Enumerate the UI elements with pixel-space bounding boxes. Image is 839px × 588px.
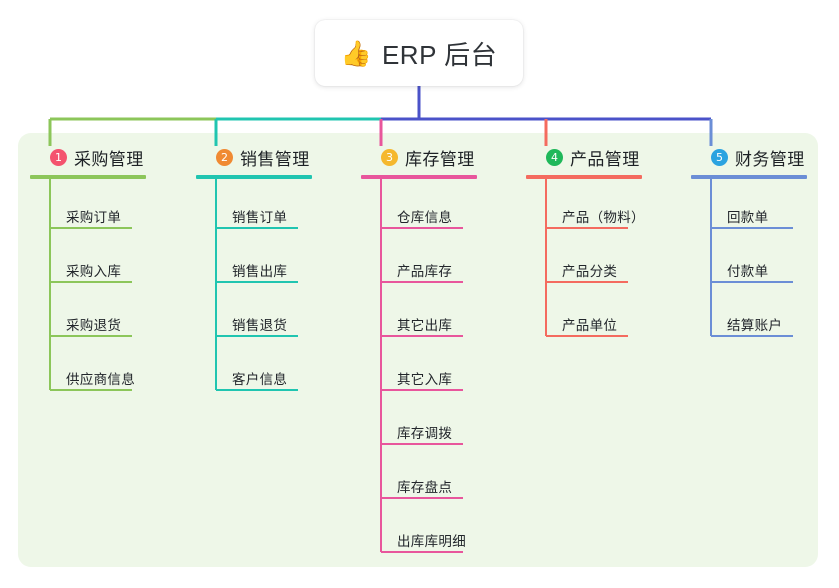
- leaf-label: 销售退货: [232, 318, 288, 333]
- root-node[interactable]: 👍 ERP 后台: [315, 20, 523, 86]
- branch-column-3: 3 库存管理仓库信息产品库存其它出库其它入库库存调拨库存盘点出库库明细: [361, 145, 477, 557]
- branch-header-3[interactable]: 3 库存管理: [361, 145, 477, 169]
- leaf-item[interactable]: 采购订单: [30, 179, 146, 233]
- branch-column-5: 5 财务管理回款单付款单结算账户: [691, 145, 807, 341]
- leaf-item[interactable]: 库存调拨: [361, 395, 477, 449]
- leaf-item[interactable]: 销售退货: [196, 287, 312, 341]
- branch-header-1[interactable]: 1 采购管理: [30, 145, 146, 169]
- leaf-item[interactable]: 客户信息: [196, 341, 312, 395]
- branch-underline-2: [196, 175, 312, 179]
- branch-header-2[interactable]: 2 销售管理: [196, 145, 312, 169]
- branch-badge-1: 1: [50, 148, 67, 166]
- leaf-label: 产品分类: [562, 264, 618, 279]
- branch-label-2: 销售管理: [240, 149, 310, 169]
- leaf-item[interactable]: 回款单: [691, 179, 807, 233]
- branch-label-5: 财务管理: [735, 149, 805, 169]
- leaf-label: 产品（物料）: [562, 210, 645, 225]
- leaf-label: 结算账户: [727, 318, 783, 333]
- branch-badge-5: 5: [711, 148, 728, 166]
- leaf-label: 出库库明细: [397, 534, 466, 549]
- branch-badge-3: 3: [381, 148, 398, 166]
- leaf-item[interactable]: 产品分类: [526, 233, 642, 287]
- branch-label-3: 库存管理: [405, 149, 475, 169]
- leaf-item[interactable]: 其它出库: [361, 287, 477, 341]
- thumbs-up-icon: 👍: [340, 38, 372, 68]
- leaf-label: 库存调拨: [397, 426, 453, 441]
- leaf-item[interactable]: 出库库明细: [361, 503, 477, 557]
- leaf-label: 回款单: [727, 210, 769, 225]
- leaf-item[interactable]: 付款单: [691, 233, 807, 287]
- leaf-label: 采购退货: [66, 318, 122, 333]
- leaf-label: 采购入库: [66, 264, 122, 279]
- root-title: ERP 后台: [381, 39, 498, 70]
- leaf-item[interactable]: 产品单位: [526, 287, 642, 341]
- leaf-item[interactable]: 销售出库: [196, 233, 312, 287]
- leaf-label: 库存盘点: [397, 480, 453, 495]
- leaf-item[interactable]: 采购退货: [30, 287, 146, 341]
- leaf-label: 付款单: [727, 264, 769, 279]
- leaf-label: 其它出库: [397, 318, 453, 333]
- leaf-label: 产品库存: [397, 264, 453, 279]
- branch-badge-2: 2: [216, 148, 233, 166]
- leaf-item[interactable]: 仓库信息: [361, 179, 477, 233]
- branch-column-2: 2 销售管理销售订单销售出库销售退货客户信息: [196, 145, 312, 395]
- leaf-label: 销售出库: [232, 264, 288, 279]
- branch-underline-4: [526, 175, 642, 179]
- branch-column-1: 1 采购管理采购订单采购入库采购退货供应商信息: [30, 145, 146, 395]
- branch-underline-1: [30, 175, 146, 179]
- leaf-item[interactable]: 供应商信息: [30, 341, 146, 395]
- leaf-label: 客户信息: [232, 372, 288, 387]
- leaf-item[interactable]: 产品库存: [361, 233, 477, 287]
- leaf-item[interactable]: 结算账户: [691, 287, 807, 341]
- branch-badge-4: 4: [546, 148, 563, 166]
- branch-underline-5: [691, 175, 807, 179]
- branch-column-4: 4 产品管理产品（物料） 产品分类产品单位: [526, 145, 645, 341]
- leaf-item[interactable]: 库存盘点: [361, 449, 477, 503]
- leaf-label: 采购订单: [66, 210, 122, 225]
- leaf-label: 仓库信息: [397, 210, 453, 225]
- branch-underline-3: [361, 175, 477, 179]
- leaf-item[interactable]: 采购入库: [30, 233, 146, 287]
- branch-header-4[interactable]: 4 产品管理: [526, 145, 642, 169]
- branch-label-4: 产品管理: [570, 149, 640, 169]
- leaf-item[interactable]: 其它入库: [361, 341, 477, 395]
- leaf-item[interactable]: 产品（物料）: [526, 179, 645, 233]
- branch-label-1: 采购管理: [74, 149, 144, 169]
- leaf-item[interactable]: 销售订单: [196, 179, 312, 233]
- branches-panel: [18, 133, 818, 567]
- branch-header-5[interactable]: 5 财务管理: [691, 145, 807, 169]
- leaf-label: 供应商信息: [66, 372, 135, 387]
- leaf-label: 产品单位: [562, 318, 618, 333]
- leaf-label: 其它入库: [397, 372, 453, 387]
- leaf-label: 销售订单: [232, 210, 288, 225]
